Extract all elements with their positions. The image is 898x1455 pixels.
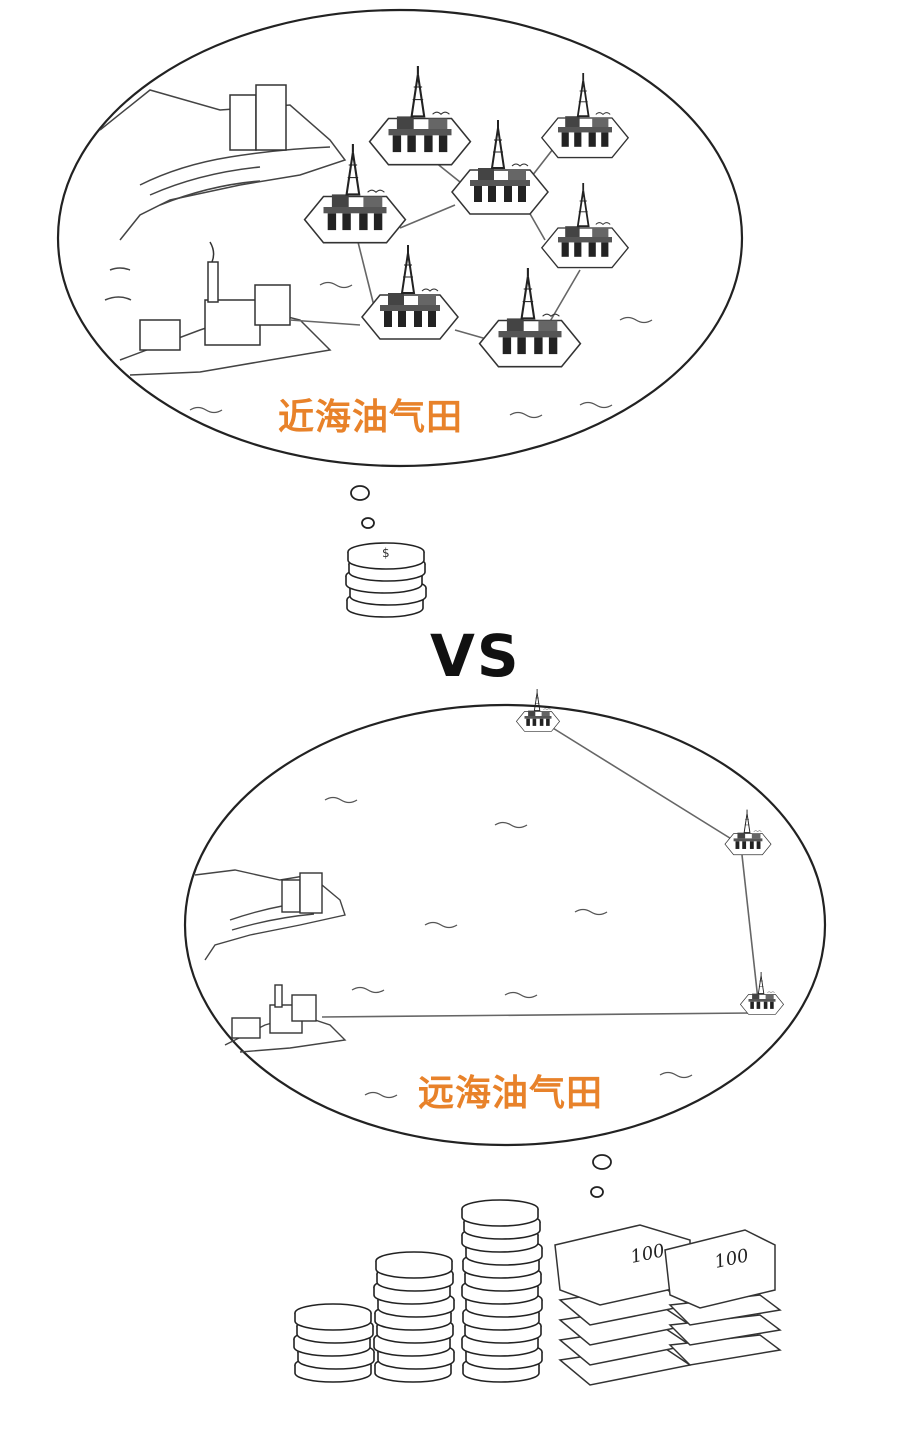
pipeline-network	[321, 724, 759, 1018]
offshore-bubble	[183, 688, 827, 1147]
nearshore-bubble	[56, 8, 744, 468]
factory-icon	[139, 84, 291, 351]
nearshore-field-label: 近海油气田	[278, 397, 464, 438]
coin-symbol: $	[382, 546, 390, 560]
coastline-icon	[194, 869, 347, 1053]
thought-bubble-icon	[590, 1154, 612, 1198]
wave-icon	[324, 796, 693, 1099]
factory-icon	[231, 872, 323, 1039]
versus-label: VS	[430, 622, 521, 690]
thought-bubble-icon	[350, 485, 375, 529]
wave-icon	[189, 281, 653, 419]
oil-platform-icon	[303, 64, 630, 368]
coin-stack-icon: $	[345, 542, 427, 618]
offshore-field-label: 远海油气田	[418, 1073, 604, 1114]
oil-platform-icon	[515, 688, 785, 1015]
banknote-stack-icon: 100 100	[554, 1224, 782, 1386]
coin-stack-icon	[293, 1199, 543, 1383]
